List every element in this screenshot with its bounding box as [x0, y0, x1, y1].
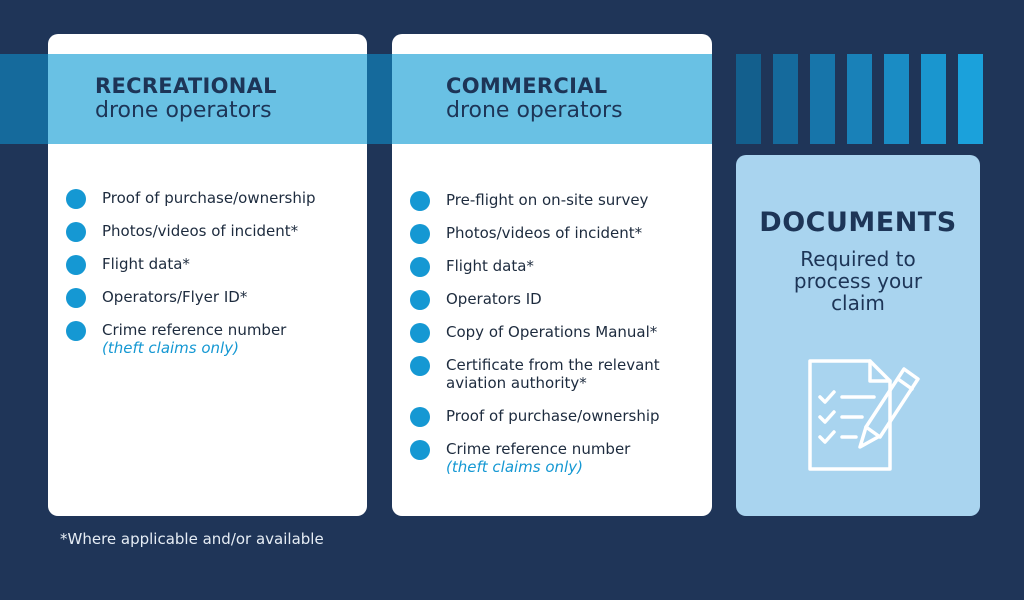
decorative-bar — [810, 54, 835, 144]
list-item-label: Flight data* — [102, 255, 190, 273]
decorative-bar — [958, 54, 983, 144]
list-item-label: Proof of purchase/ownership — [102, 189, 316, 207]
list-item-label: Flight data* — [446, 257, 534, 275]
list-item: Pre-flight on on-site survey — [410, 191, 702, 211]
list-item-label: Crime reference number — [102, 321, 287, 339]
recreational-subtitle: drone operators — [95, 98, 272, 123]
list-item: Operators/Flyer ID* — [66, 288, 357, 308]
decorative-bar — [773, 54, 798, 144]
recreational-title: RECREATIONAL — [95, 74, 277, 98]
bullet-dot-icon — [410, 224, 430, 244]
list-item: Crime reference number(theft claims only… — [66, 321, 357, 357]
documents-title: DOCUMENTS — [759, 207, 957, 238]
commercial-subtitle: drone operators — [446, 98, 623, 123]
list-item-label: Photos/videos of incident* — [446, 224, 643, 242]
bullet-dot-icon — [66, 321, 86, 341]
bullet-dot-icon — [66, 222, 86, 242]
list-item-label: Certificate from the relevant aviation a… — [446, 356, 660, 392]
list-item-label: Crime reference number — [446, 440, 631, 458]
decorative-bar — [921, 54, 946, 144]
list-item: Proof of purchase/ownership — [410, 407, 702, 427]
bullet-dot-icon — [410, 323, 430, 343]
footnote: *Where applicable and/or available — [60, 530, 324, 548]
bullet-dot-icon — [410, 290, 430, 310]
list-item-note: (theft claims only) — [446, 458, 583, 476]
list-item-label: Copy of Operations Manual* — [446, 323, 658, 341]
document-checklist-pen-icon — [808, 359, 920, 471]
bullet-dot-icon — [66, 288, 86, 308]
list-item-label: Operators ID — [446, 290, 542, 308]
documents-subtitle: Required to process your claim — [793, 247, 923, 315]
bullet-dot-icon — [410, 257, 430, 277]
list-item: Crime reference number(theft claims only… — [410, 440, 702, 476]
decorative-bars — [736, 54, 983, 144]
list-item-label: Pre-flight on on-site survey — [446, 191, 649, 209]
list-item: Photos/videos of incident* — [66, 222, 357, 242]
decorative-bar — [847, 54, 872, 144]
list-item: Flight data* — [410, 257, 702, 277]
bullet-dot-icon — [410, 440, 430, 460]
commercial-card: COMMERCIAL drone operators Pre-flight on… — [392, 34, 712, 516]
list-item-label: Proof of purchase/ownership — [446, 407, 660, 425]
bullet-dot-icon — [410, 191, 430, 211]
left-accent-band — [0, 54, 48, 144]
bullet-dot-icon — [410, 407, 430, 427]
commercial-title: COMMERCIAL — [446, 74, 608, 98]
decorative-bar — [884, 54, 909, 144]
list-item: Certificate from the relevant aviation a… — [410, 356, 702, 392]
bullet-dot-icon — [66, 189, 86, 209]
decorative-bar — [736, 54, 761, 144]
list-item-note: (theft claims only) — [102, 339, 239, 357]
bullet-dot-icon — [410, 356, 430, 376]
list-item: Proof of purchase/ownership — [66, 189, 357, 209]
list-item-label: Operators/Flyer ID* — [102, 288, 248, 306]
list-item: Copy of Operations Manual* — [410, 323, 702, 343]
documents-card: DOCUMENTS Required to process your claim — [736, 155, 980, 516]
bullet-dot-icon — [66, 255, 86, 275]
commercial-header: COMMERCIAL drone operators — [392, 54, 712, 144]
recreational-card: RECREATIONAL drone operators Proof of pu… — [48, 34, 367, 516]
list-item-label: Photos/videos of incident* — [102, 222, 299, 240]
recreational-header: RECREATIONAL drone operators — [48, 54, 367, 144]
list-item: Flight data* — [66, 255, 357, 275]
list-item: Operators ID — [410, 290, 702, 310]
middle-accent-band — [367, 54, 392, 144]
list-item: Photos/videos of incident* — [410, 224, 702, 244]
